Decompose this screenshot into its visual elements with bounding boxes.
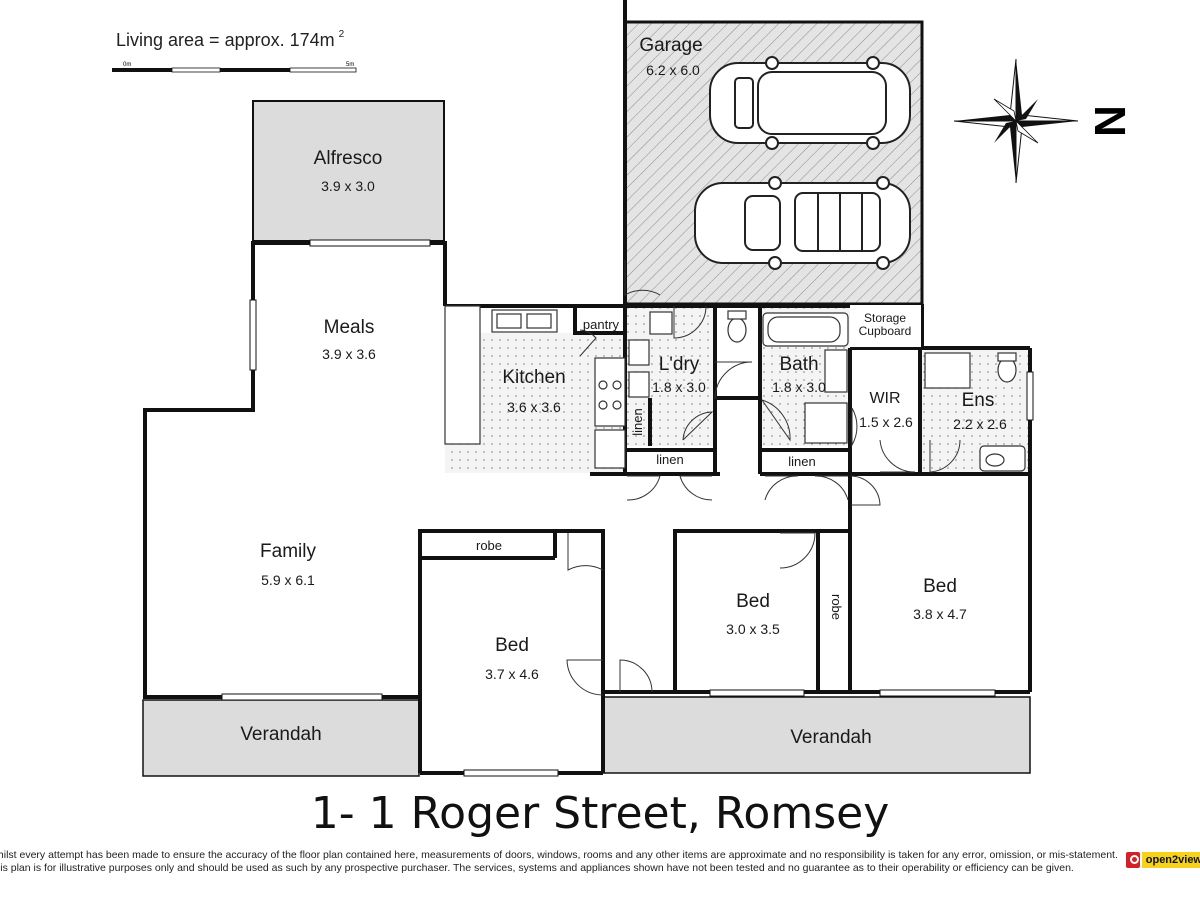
scale-end-label: 5m xyxy=(346,62,354,68)
bed2-robe: robe xyxy=(829,594,844,620)
storage-cupboard xyxy=(850,305,921,347)
wir-size: 1.5 x 2.6 xyxy=(859,414,913,430)
verandah-left-name: Verandah xyxy=(240,724,321,745)
storage-name: Storage xyxy=(864,311,906,325)
living-area-superscript: 2 xyxy=(338,29,345,40)
meals-size: 3.9 x 3.6 xyxy=(322,346,376,362)
wir-name: WIR xyxy=(869,390,900,407)
bed2-size: 3.0 x 3.5 xyxy=(726,621,780,637)
kitchen-size: 3.6 x 3.6 xyxy=(507,399,561,415)
disclaimer-line-2: This plan is for illustrative purposes o… xyxy=(0,862,1074,874)
doors xyxy=(566,260,961,696)
bed2-name: Bed xyxy=(736,591,770,612)
alfresco-size: 3.9 x 3.0 xyxy=(321,178,375,194)
kitchen-name: Kitchen xyxy=(502,367,565,388)
ens-name: Ens xyxy=(962,390,995,411)
bed1-robe: robe xyxy=(476,538,502,553)
car-icon-bottom xyxy=(694,176,911,270)
bath-linen-name: linen xyxy=(788,454,815,469)
north-label: N xyxy=(1085,105,1134,137)
living-area-text: Living area = approx. 174m xyxy=(116,30,335,50)
laundry-linen-name: linen xyxy=(656,452,683,467)
laundry-linen-vertical: linen xyxy=(630,408,645,435)
windows xyxy=(221,239,1034,777)
bed1-size: 3.7 x 4.6 xyxy=(485,666,539,682)
verandah-right-area xyxy=(602,696,1031,774)
logo-icon xyxy=(1126,852,1140,868)
meals-name: Meals xyxy=(324,317,375,338)
kitchen-benches xyxy=(444,305,626,469)
pantry-name: pantry xyxy=(583,317,620,332)
garage-name: Garage xyxy=(639,35,702,56)
ens-size: 2.2 x 2.6 xyxy=(953,416,1007,432)
bed3-size: 3.8 x 4.7 xyxy=(913,606,967,622)
family-name: Family xyxy=(260,541,316,562)
family-size: 5.9 x 6.1 xyxy=(261,572,315,588)
garage-size: 6.2 x 6.0 xyxy=(646,62,700,78)
compass-icon xyxy=(953,58,1079,184)
verandah-right-name: Verandah xyxy=(790,727,871,748)
property-address: 1- 1 Roger Street, Romsey xyxy=(310,788,890,839)
alfresco-area xyxy=(252,100,445,242)
bed1-name: Bed xyxy=(495,635,529,656)
laundry-size: 1.8 x 3.0 xyxy=(652,379,706,395)
disclaimer-line-1: Whilst every attempt has been made to en… xyxy=(0,849,1118,861)
bed3-name: Bed xyxy=(923,576,957,597)
fixtures xyxy=(628,310,1026,472)
bath-name: Bath xyxy=(779,354,818,375)
storage-name2: Cupboard xyxy=(859,324,912,338)
laundry-name: L'dry xyxy=(659,354,700,375)
alfresco-name: Alfresco xyxy=(314,148,383,169)
bath-size: 1.8 x 3.0 xyxy=(772,379,826,395)
disclaimer: Whilst every attempt has been made to en… xyxy=(0,849,1118,875)
open2view-logo: open2view xyxy=(1126,851,1200,869)
scale-bar: 0m 5m xyxy=(112,62,357,73)
scale-start-label: 0m xyxy=(123,62,131,68)
car-icon-top xyxy=(709,56,911,150)
logo-text: open2view xyxy=(1141,852,1200,868)
